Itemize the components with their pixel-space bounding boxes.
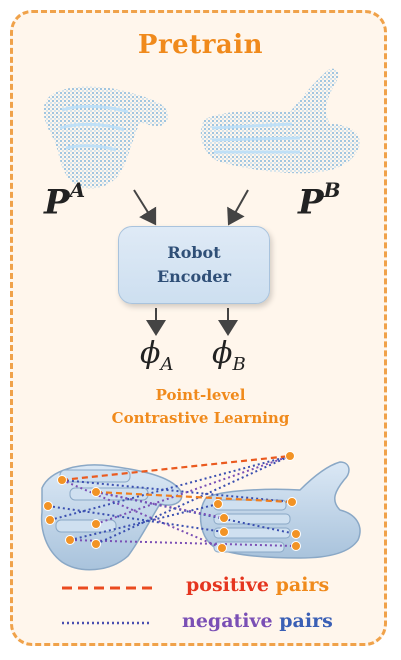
- legend-negative-word: negative: [182, 610, 273, 632]
- robot-hand-right: [199, 461, 361, 559]
- subtitle-line2: Contrastive Learning: [111, 409, 290, 427]
- panel-title: Pretrain: [137, 30, 264, 60]
- encoder-label-line2: Encoder: [156, 267, 232, 286]
- phi-b-label: ϕB: [212, 336, 246, 375]
- positive-pair-lines: [61, 454, 293, 504]
- legend-negative-pairs: pairs: [279, 610, 333, 632]
- contrastive-learning-title: Point-level Contrastive Learning: [0, 384, 401, 430]
- point-cloud-b: [200, 68, 360, 174]
- point-cloud-b-label: PB: [298, 178, 341, 223]
- legend-positive-label: positive pairs: [186, 574, 329, 596]
- keypoints: [43, 451, 301, 553]
- phi-a-label: ϕA: [140, 336, 174, 375]
- arrow-b-to-encoder: [227, 189, 249, 226]
- encoder-label-line1: Robot: [167, 243, 221, 262]
- subtitle-line1: Point-level: [155, 386, 246, 404]
- arrow-a-to-encoder: [133, 189, 157, 226]
- legend-positive-pairs: pairs: [275, 574, 330, 596]
- negative-pair-lines: [47, 455, 297, 549]
- robot-encoder-box: Robot Encoder: [118, 226, 270, 304]
- point-cloud-a-label: PA: [44, 178, 86, 223]
- point-cloud-a: [43, 86, 169, 189]
- legend-positive-word: positive: [186, 574, 269, 596]
- legend-negative-label: negative pairs: [182, 610, 333, 632]
